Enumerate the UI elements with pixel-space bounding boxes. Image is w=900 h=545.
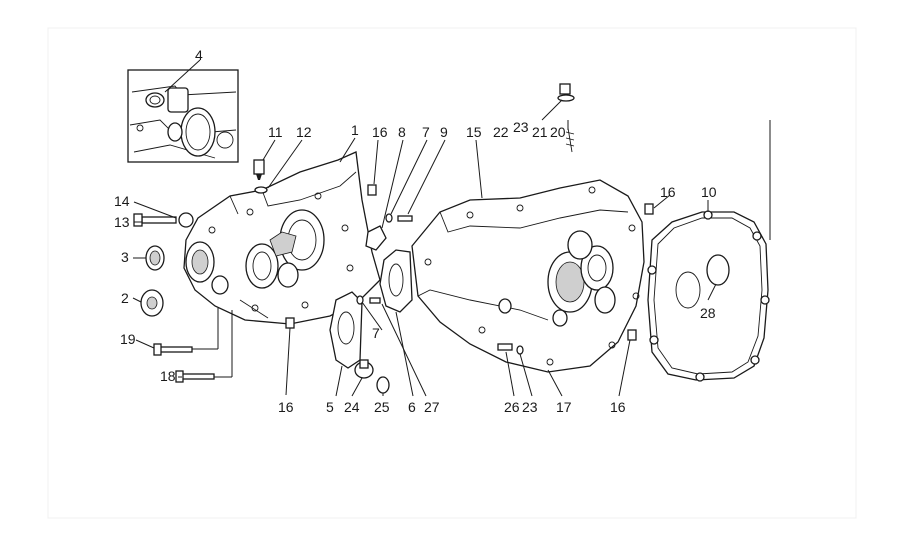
callout-3: 3 — [121, 249, 129, 265]
callout-16-bottom-right: 16 — [610, 399, 626, 415]
callout-18: 18 — [160, 368, 176, 384]
left-gearbox-housing — [183, 151, 381, 325]
bolt-13 — [133, 212, 194, 228]
rear-cover-gasket — [647, 210, 770, 382]
inset-detail — [127, 69, 239, 163]
leader-lines — [132, 59, 771, 397]
callout-labels: 4 11 12 1 16 8 7 9 15 22 23 21 20 16 10 … — [114, 47, 717, 415]
seal-28 — [706, 254, 730, 286]
callout-1: 1 — [351, 122, 359, 138]
callout-15: 15 — [466, 124, 482, 140]
callout-14: 14 — [114, 193, 130, 209]
callout-20: 20 — [550, 124, 566, 140]
gasket-5 — [329, 291, 363, 369]
cover-plate-8 — [365, 225, 387, 251]
callout-8: 8 — [398, 124, 406, 140]
callout-13: 13 — [114, 214, 130, 230]
callout-7-mid: 7 — [372, 325, 380, 341]
callout-28: 28 — [700, 305, 716, 321]
plug-24-25 — [354, 359, 390, 394]
screws-7-9-26-27 — [356, 213, 524, 355]
callout-21: 21 — [532, 124, 548, 140]
callout-5: 5 — [326, 399, 334, 415]
callout-12: 12 — [296, 124, 312, 140]
bearing-2 — [140, 289, 164, 317]
callout-7-top: 7 — [422, 124, 430, 140]
callout-27: 27 — [424, 399, 440, 415]
callout-17: 17 — [556, 399, 572, 415]
callout-26: 26 — [504, 399, 520, 415]
callout-23-top: 23 — [513, 119, 529, 135]
callout-16-right: 16 — [660, 184, 676, 200]
sensor-11 — [253, 159, 268, 194]
callout-16-top: 16 — [372, 124, 388, 140]
callout-19: 19 — [120, 331, 136, 347]
callout-23-bottom: 23 — [522, 399, 538, 415]
callout-4: 4 — [195, 47, 203, 63]
callout-24: 24 — [344, 399, 360, 415]
gasket-6 — [379, 249, 413, 313]
callout-25: 25 — [374, 399, 390, 415]
callout-6: 6 — [408, 399, 416, 415]
callout-11: 11 — [268, 124, 283, 140]
breather-20-22 — [557, 83, 575, 153]
right-gearbox-housing — [411, 179, 645, 373]
callout-16-bottom-left: 16 — [278, 399, 294, 415]
seal-3 — [145, 245, 165, 271]
callout-2: 2 — [121, 290, 129, 306]
callout-22: 22 — [493, 124, 509, 140]
callout-9: 9 — [440, 124, 448, 140]
callout-10: 10 — [701, 184, 717, 200]
